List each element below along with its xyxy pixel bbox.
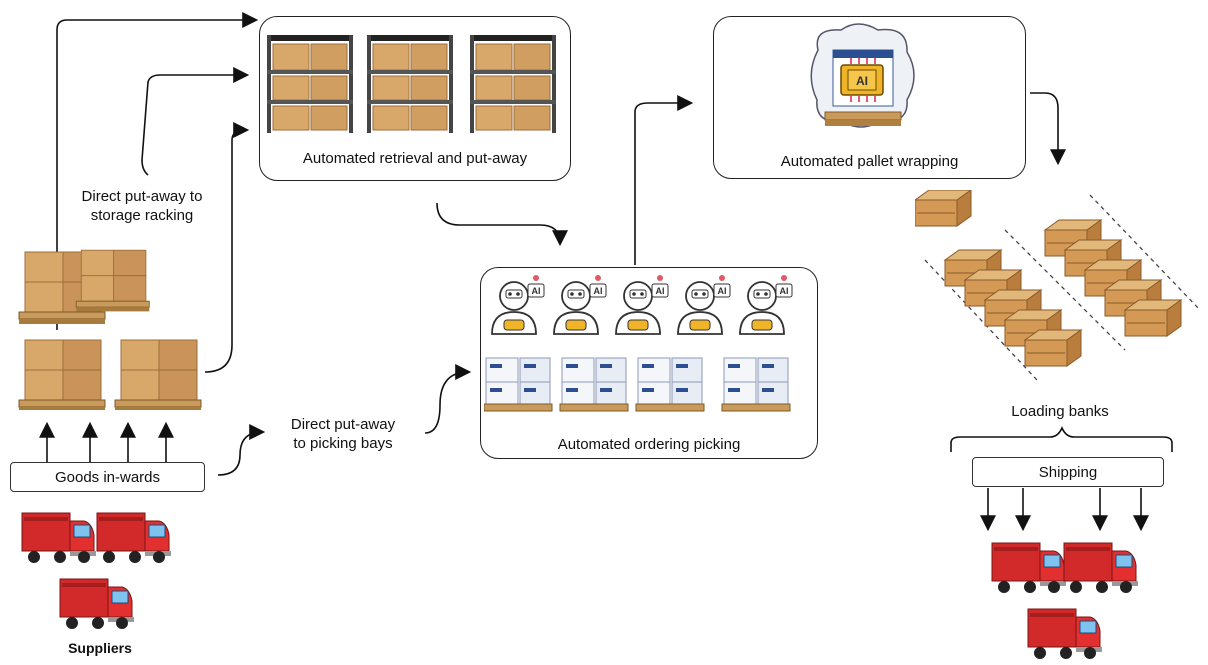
picking-box-label: Automated ordering picking [557,436,741,453]
suppliers-label: Suppliers [68,640,132,656]
retrieval-box-label: Automated retrieval and put-away [302,150,528,167]
direct-racking-line2: storage racking [90,207,194,224]
storage-racks [267,34,557,134]
robot-badge-text: AI [532,286,541,296]
loading-bank-crates [915,190,1201,381]
arrow-picking-to-wrapping [634,95,694,265]
arrow-wrapping-to-loading [1030,92,1066,166]
arrow-pallet-to-retrieval [204,122,250,373]
direct-picking-line1: Direct put-away [290,416,396,433]
direct-racking-line1: Direct put-away to [81,188,203,205]
direct-picking-text: Direct put-away to picking bays [268,415,418,453]
inbound-pallets [18,249,202,410]
picking-robots-and-pallets: AI [484,274,793,412]
arrow-retrieval-to-picking [436,202,568,247]
goods-inwards-box: Goods in-wards [10,462,205,492]
arrow-racking-to-retrieval [141,67,250,176]
wrapping-box-label: Automated pallet wrapping [780,153,959,170]
wrapped-pallet-icon: AI [810,23,915,128]
wrap-chip-text: AI [856,74,868,88]
arrow-inward-to-retrieval-top [56,12,259,330]
loading-banks-label: Loading banks [1011,403,1109,420]
arrow-inward-to-picking-text [217,424,266,476]
supplier-trucks [21,512,172,630]
shipping-box: Shipping [972,457,1164,487]
loading-brace [950,426,1173,452]
arrow-picking-text-to-box [424,364,472,434]
direct-racking-text: Direct put-away to storage racking [58,187,226,225]
direct-picking-line2: to picking bays [293,435,393,452]
shipping-trucks [991,542,1139,660]
